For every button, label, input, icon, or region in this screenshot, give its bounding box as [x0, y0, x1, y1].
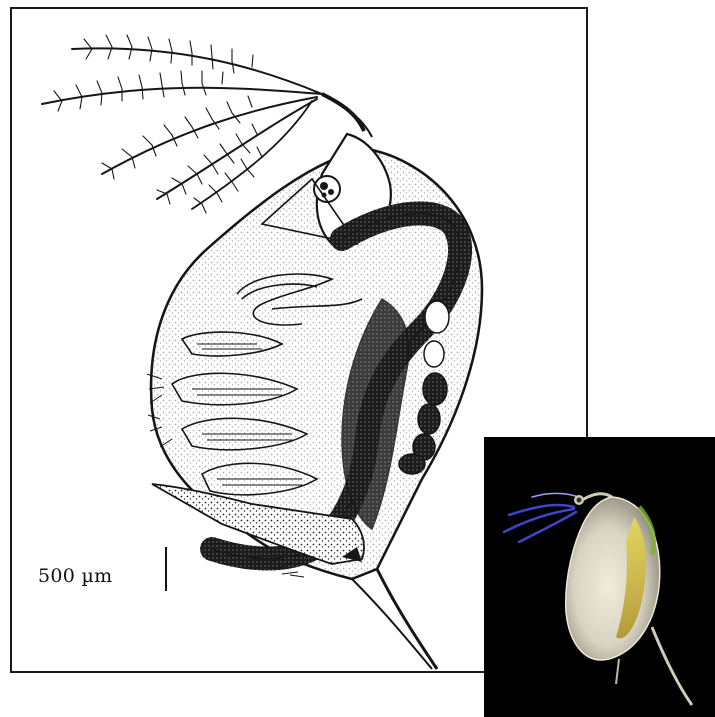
photo-antennae: [504, 493, 579, 542]
antenna-stalk: [322, 94, 364, 131]
daphnia-photograph: [484, 437, 715, 717]
tail-spine: [377, 569, 437, 669]
photo-inset: [484, 437, 715, 717]
photo-tail: [652, 627, 692, 705]
eye: [314, 176, 340, 202]
antennae-branches: [42, 35, 322, 213]
scale-label: 500 µm: [38, 565, 112, 587]
photo-body: [566, 497, 660, 660]
scale-bar: [165, 547, 167, 591]
